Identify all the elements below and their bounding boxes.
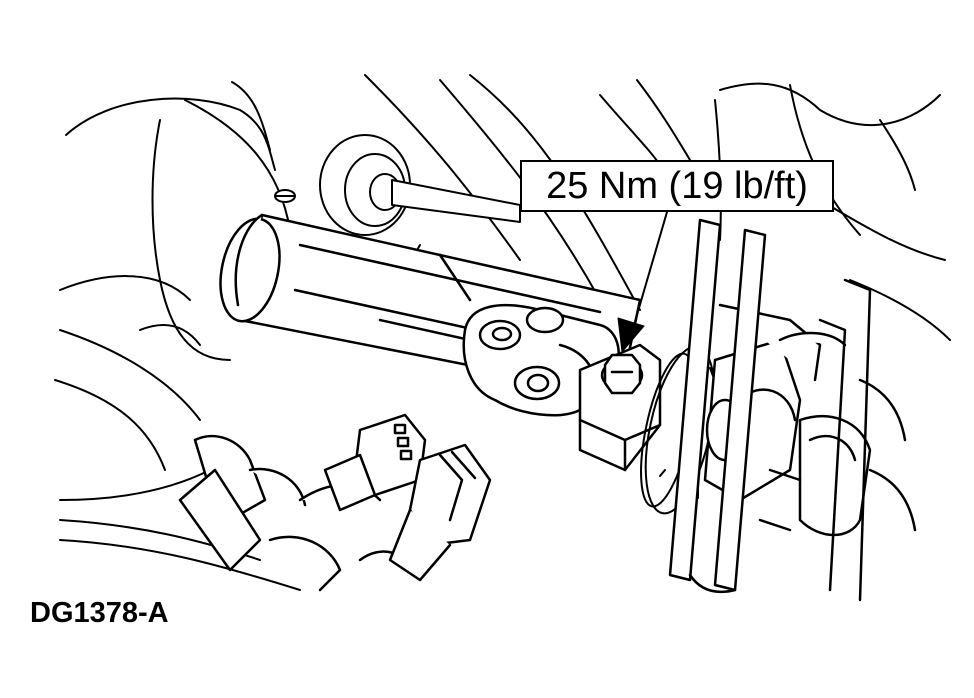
figure-id-label: DG1378-A [30,597,169,629]
electrical-connector-right [388,443,492,582]
wiring-harness [178,434,417,592]
pinch-bolt-head [600,353,644,395]
electrical-connector-left [323,413,427,512]
mounting-screw [274,189,296,203]
steering-gear-housing [668,218,847,592]
torque-spec-callout: 25 Nm (19 lb/ft) [520,160,834,212]
frame-bracket [688,278,917,602]
callout-leader [617,211,668,353]
